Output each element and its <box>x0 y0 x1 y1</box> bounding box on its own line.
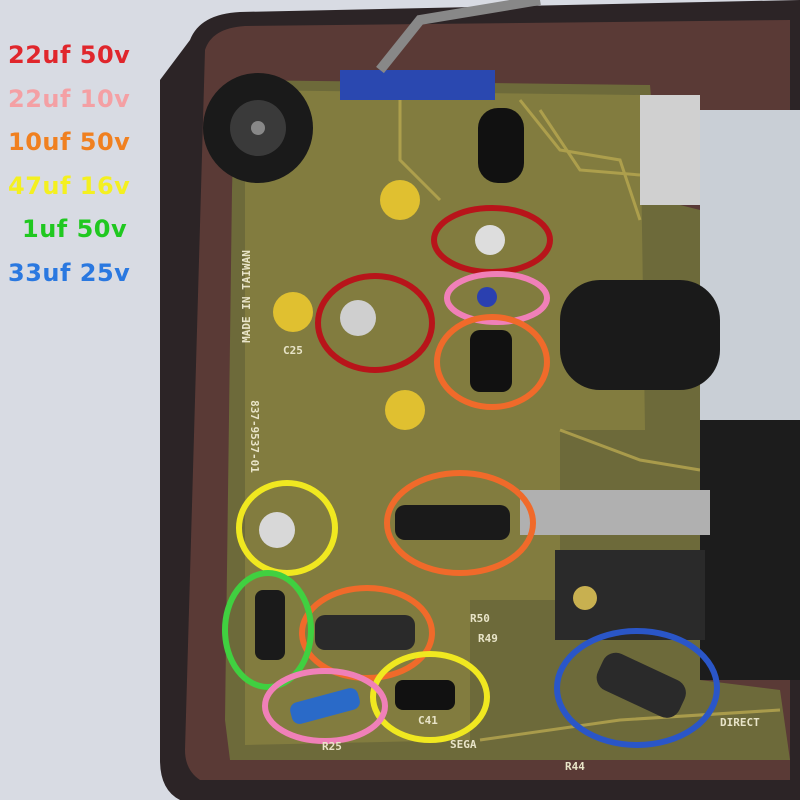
marker-1uf-50v <box>222 570 314 690</box>
silk-r49: R49 <box>478 632 498 645</box>
silk-r50: R50 <box>470 612 490 625</box>
silk-c41: C41 <box>418 714 438 727</box>
metal-strip <box>520 490 710 535</box>
marker-47uf-16v-1 <box>236 480 338 576</box>
silk-brand: SEGA <box>450 738 477 751</box>
cartridge-slot-window <box>700 110 800 430</box>
marker-47uf-16v-2 <box>370 651 490 743</box>
screw-icon <box>573 586 597 610</box>
legend-item-22uf-50v: 22uf 50v <box>8 41 131 69</box>
marker-22uf-10v-2 <box>262 668 388 744</box>
silk-r25: R25 <box>322 740 342 753</box>
metal-bracket <box>640 95 700 205</box>
legend-item-10uf-50v: 10uf 50v <box>8 128 131 156</box>
silk-direct: DIRECT <box>720 716 760 729</box>
legend-item-22uf-10v: 22uf 10v <box>8 84 131 113</box>
silk-made-in: MADE IN TAIWAN <box>239 250 253 343</box>
pcb-traces <box>398 99 781 742</box>
legend-item-33uf-25v: 33uf 25v <box>8 258 131 287</box>
legend-item-47uf-16v: 47uf 16v <box>8 171 131 200</box>
marker-10uf-50v-1 <box>434 314 550 410</box>
black-rubber-part <box>560 280 720 390</box>
ribbon-wires <box>376 0 541 74</box>
volume-dial-hub <box>251 121 265 135</box>
marker-33uf-25v <box>554 628 720 748</box>
silk-r44: R44 <box>565 760 585 773</box>
legend-item-1uf-50v: 1uf 50v <box>22 215 128 243</box>
silk-c25: C25 <box>283 344 303 357</box>
ribbon-connector <box>340 70 495 100</box>
capacitors <box>255 108 686 724</box>
marker-22uf-10v-1 <box>444 271 550 325</box>
marker-22uf-50v-2 <box>315 273 435 373</box>
black-connector <box>700 420 800 680</box>
marker-10uf-50v-2 <box>384 470 536 576</box>
silk-part-number: 837-9537-01 <box>247 400 261 473</box>
capacitor-legend: 22uf 50v 22uf 10v 10uf 50v 47uf 16v 1uf … <box>8 34 130 295</box>
gold-test-pads <box>273 180 425 430</box>
highlight-circles <box>222 205 720 748</box>
